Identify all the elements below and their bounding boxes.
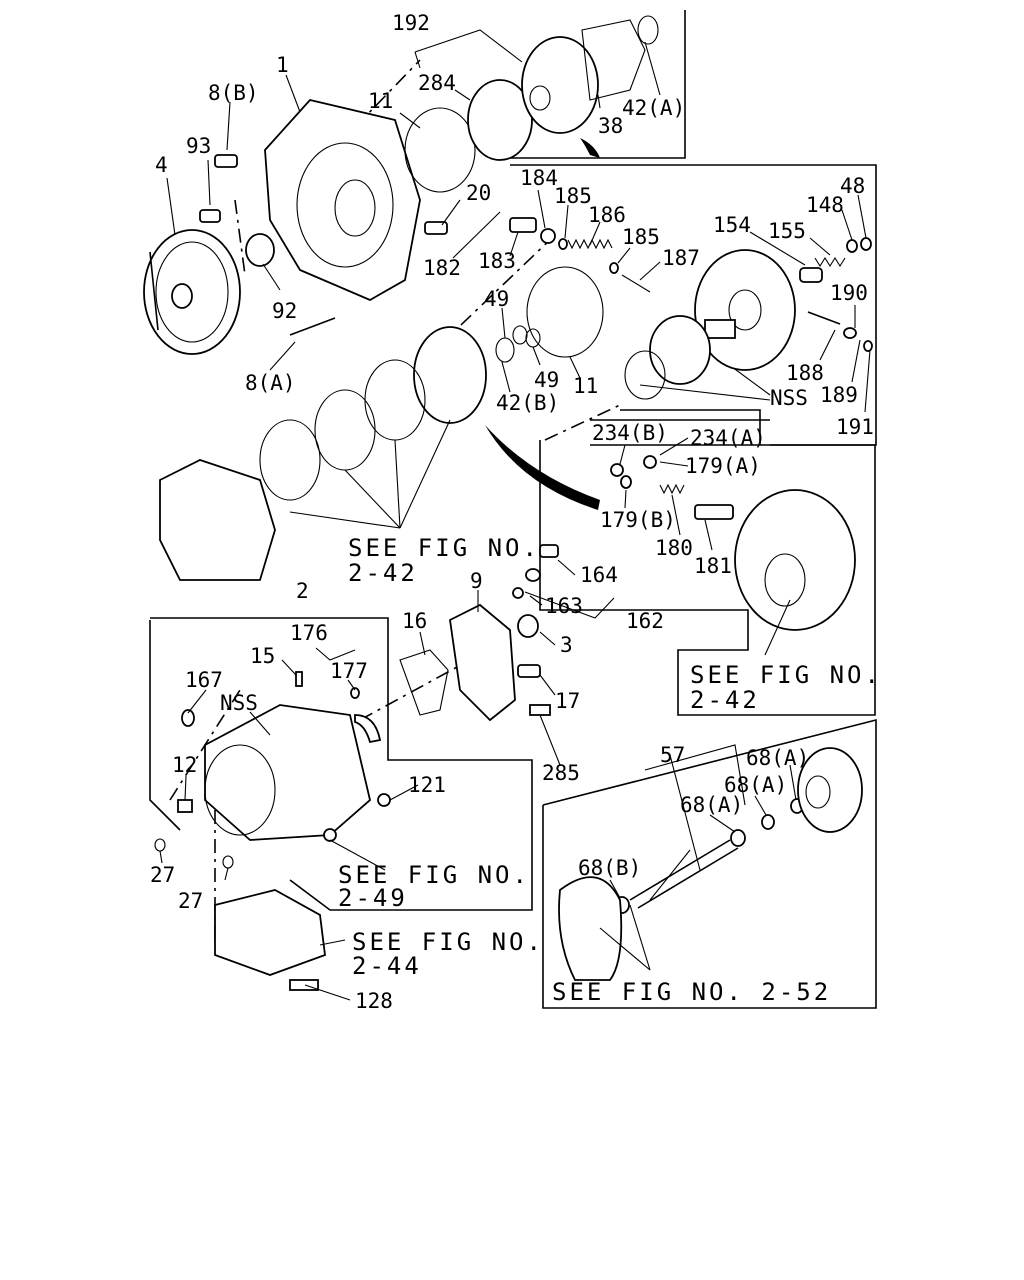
label-155: 155 <box>768 219 806 243</box>
label-121: 121 <box>408 773 446 797</box>
label-177: 177 <box>330 659 368 683</box>
label-163: 163 <box>545 594 583 618</box>
label-8a: 8(A) <box>245 371 296 395</box>
label-176: 176 <box>290 621 328 645</box>
transmission-case-part <box>177 671 391 842</box>
label-188: 188 <box>786 361 824 385</box>
label-38: 38 <box>598 114 623 138</box>
ref-2-49-line2: 2-49 <box>338 884 408 912</box>
label-27-a: 27 <box>150 863 175 887</box>
ref-2-44-line2: 2-44 <box>352 952 422 980</box>
label-49-a: 49 <box>484 287 509 311</box>
label-162: 162 <box>626 609 664 633</box>
label-4: 4 <box>155 153 168 177</box>
label-16: 16 <box>402 609 427 633</box>
label-180: 180 <box>655 536 693 560</box>
ref-2-42-left-line2: 2-42 <box>348 559 418 587</box>
label-284: 284 <box>418 71 456 95</box>
label-68a-1: 68(A) <box>746 746 809 770</box>
label-182: 182 <box>423 256 461 280</box>
label-234b: 234(B) <box>592 421 668 445</box>
ref-2-42-right-line2: 2-42 <box>690 686 760 714</box>
label-148: 148 <box>806 193 844 217</box>
ref-2-42-right-line1: SEE FIG NO. <box>690 661 882 689</box>
label-15: 15 <box>250 644 275 668</box>
label-42a: 42(A) <box>622 96 685 120</box>
label-181: 181 <box>694 554 732 578</box>
label-8b: 8(B) <box>208 81 259 105</box>
parts-artwork <box>143 15 873 991</box>
ref-2-44-line1: SEE FIG NO. <box>352 928 544 956</box>
label-93: 93 <box>186 134 211 158</box>
part-labels: 192 284 8(B) 1 11 42(A) 38 93 4 20 92 8(… <box>150 11 874 1013</box>
label-179a: 179(A) <box>685 454 761 478</box>
label-234a: 234(A) <box>690 426 766 450</box>
label-167: 167 <box>185 668 223 692</box>
label-190: 190 <box>830 281 868 305</box>
label-164: 164 <box>580 563 618 587</box>
label-185-b: 185 <box>622 225 660 249</box>
label-184: 184 <box>520 166 558 190</box>
label-185-a: 185 <box>554 184 592 208</box>
label-57: 57 <box>660 743 685 767</box>
label-nss-pump: NSS <box>770 386 808 410</box>
figure-references: SEE FIG NO. 2-42 SEE FIG NO. 2-42 SEE FI… <box>338 534 882 1006</box>
torque-converter-part <box>143 229 241 355</box>
label-17: 17 <box>555 689 580 713</box>
label-12: 12 <box>172 753 197 777</box>
label-9: 9 <box>470 569 483 593</box>
label-27-b: 27 <box>178 889 203 913</box>
label-1: 1 <box>276 53 289 77</box>
converter-housing-part <box>264 99 421 302</box>
label-183: 183 <box>478 249 516 273</box>
label-186: 186 <box>588 203 626 227</box>
label-20: 20 <box>466 181 491 205</box>
label-nss-case: NSS <box>220 691 258 715</box>
label-191: 191 <box>836 415 874 439</box>
label-285: 285 <box>542 761 580 785</box>
pump-body-part <box>624 249 796 400</box>
label-189: 189 <box>820 383 858 407</box>
label-42b: 42(B) <box>496 391 559 415</box>
ref-2-49-line1: SEE FIG NO. <box>338 861 530 889</box>
label-154: 154 <box>713 213 751 237</box>
label-68a-2: 68(A) <box>724 773 787 797</box>
leader-lines <box>159 41 871 1001</box>
label-92: 92 <box>272 299 297 323</box>
label-68b: 68(B) <box>578 856 641 880</box>
label-11-top: 11 <box>368 89 393 113</box>
label-128: 128 <box>355 989 393 1013</box>
label-68a-3: 68(A) <box>680 793 743 817</box>
ref-2-52: SEE FIG NO. 2-52 <box>552 978 831 1006</box>
label-179b: 179(B) <box>600 508 676 532</box>
label-48: 48 <box>840 174 865 198</box>
label-3: 3 <box>560 633 573 657</box>
ref-2-42-left-line1: SEE FIG NO. <box>348 534 540 562</box>
label-187: 187 <box>662 246 700 270</box>
label-192: 192 <box>392 11 430 35</box>
label-11-mid: 11 <box>573 374 598 398</box>
label-49-b: 49 <box>534 368 559 392</box>
label-2: 2 <box>296 579 309 603</box>
